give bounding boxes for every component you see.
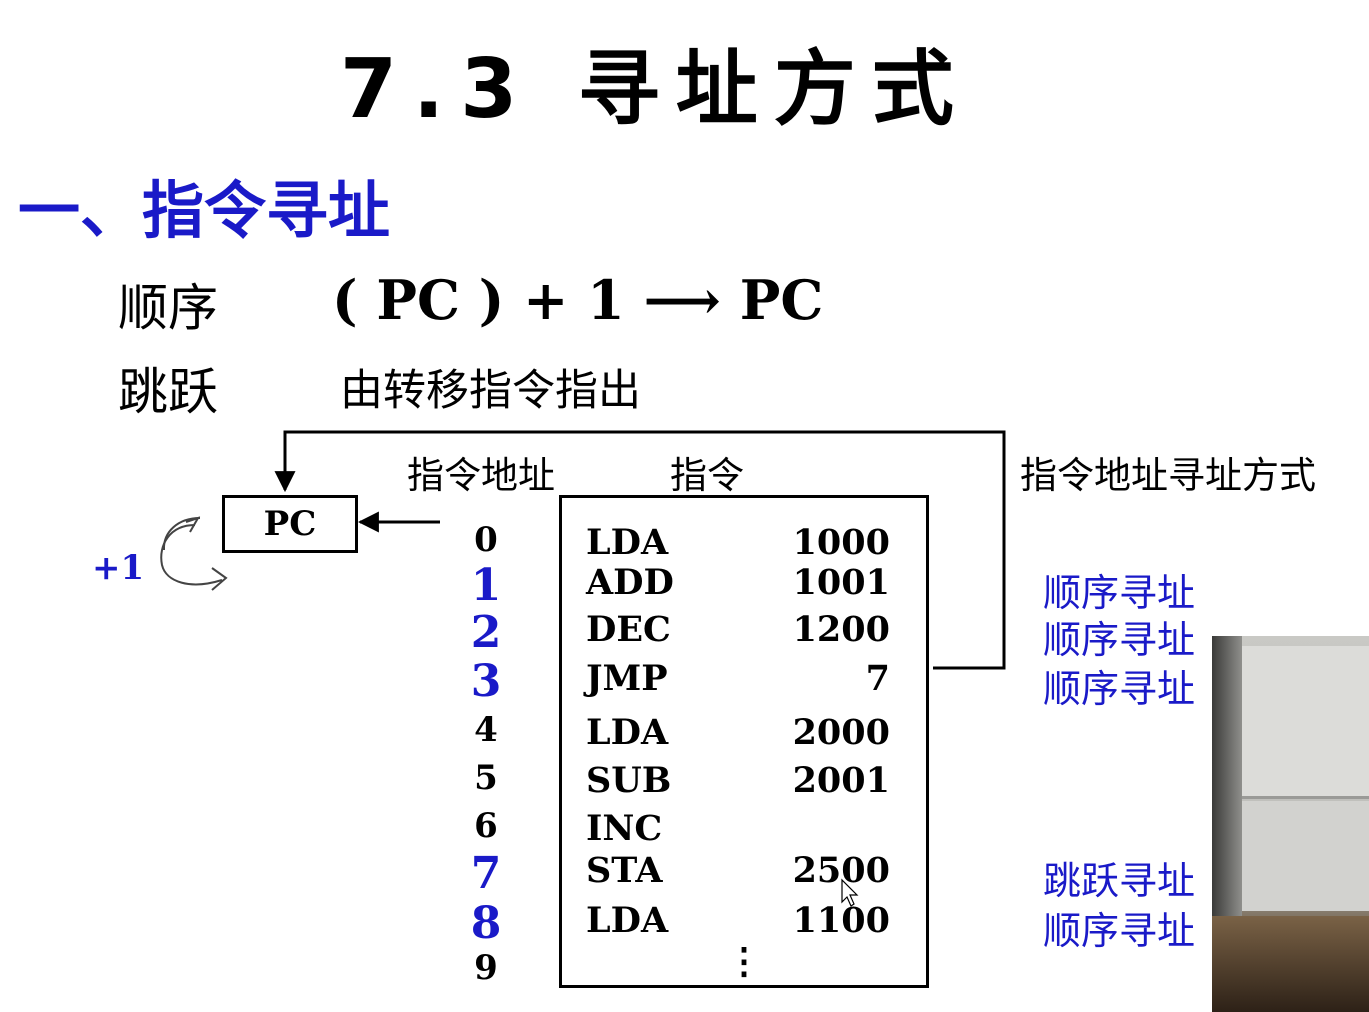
- row-operand: 1100: [792, 900, 890, 941]
- jump-feedback-line: [274, 430, 1006, 670]
- mouse-cursor-icon: [841, 878, 859, 907]
- row-opcode: ADD: [586, 562, 674, 603]
- row-address: 8: [470, 898, 502, 949]
- pc-register: PC: [222, 495, 358, 553]
- row-address: 2: [470, 607, 502, 658]
- row-addressing-mode: 顺序寻址: [1043, 618, 1196, 662]
- row-addressing-mode: 跳跃寻址: [1043, 859, 1196, 903]
- row-operand: 1200: [792, 609, 890, 650]
- row-addressing-mode: 顺序寻址: [1043, 571, 1196, 615]
- row-operand: 1001: [792, 562, 890, 603]
- row-address: 0: [474, 520, 498, 560]
- row-opcode: INC: [586, 808, 663, 849]
- column-header-instruction: 指令: [670, 454, 744, 497]
- row-operand: 2000: [792, 712, 890, 753]
- sequential-label: 顺序: [118, 279, 218, 337]
- row-operand: 7: [865, 658, 890, 699]
- sequential-formula: ( PC ) + 1 ⟶ PC: [332, 268, 824, 332]
- row-address: 6: [474, 806, 498, 846]
- row-address: 7: [470, 848, 502, 899]
- row-operand: 2500: [792, 850, 890, 891]
- row-opcode: DEC: [586, 609, 671, 650]
- row-addressing-mode: 顺序寻址: [1043, 667, 1196, 711]
- page-title: 7.3 寻址方式: [340, 42, 970, 137]
- increment-label: +1: [92, 548, 145, 588]
- row-operand: 1000: [792, 522, 890, 563]
- row-opcode: LDA: [586, 712, 669, 753]
- webcam-overlay: [1212, 636, 1369, 1012]
- column-header-address: 指令地址: [407, 454, 555, 497]
- row-opcode: SUB: [586, 760, 672, 801]
- section-heading: 一、指令寻址: [18, 174, 391, 247]
- row-address: 9: [474, 948, 498, 988]
- row-address: 3: [470, 656, 502, 707]
- memory-box: [559, 495, 929, 988]
- increment-loop-icon: [160, 516, 228, 591]
- row-opcode: STA: [586, 850, 663, 891]
- column-header-mode: 指令地址寻址方式: [1020, 454, 1316, 497]
- jump-description: 由转移指令指出: [340, 366, 641, 416]
- row-opcode: LDA: [586, 522, 669, 563]
- row-address: 4: [474, 710, 498, 750]
- row-opcode: JMP: [586, 658, 668, 699]
- row-address: 1: [470, 560, 502, 611]
- row-address: 5: [474, 758, 498, 798]
- row-addressing-mode: 顺序寻址: [1043, 909, 1196, 953]
- jump-label: 跳跃: [118, 363, 218, 421]
- ellipsis: ⋮: [726, 940, 762, 982]
- row-opcode: LDA: [586, 900, 669, 941]
- row-operand: 2001: [792, 760, 890, 801]
